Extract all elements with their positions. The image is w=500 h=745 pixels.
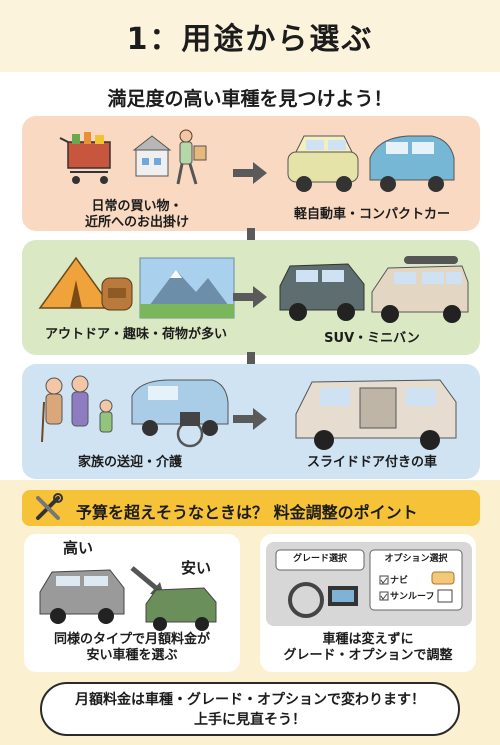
option-sunroof-label: サンルーフ: [390, 592, 435, 602]
page-subtitle: 満足度の高い車種を見つけよう！: [107, 88, 393, 110]
footer-line1: 月額料金は車種・グレード・オプションで変わります！: [75, 692, 425, 708]
page-title: 1：用途から選ぶ: [126, 22, 374, 57]
option-select-label: オプション選択: [384, 554, 448, 564]
slide-door-van-illustration: [295, 379, 457, 450]
price-comparison-illustration: [39, 566, 217, 631]
usage-label-outdoor: アウトドア・趣味・荷物が多い: [44, 327, 227, 342]
usage-label-daily-line1: 日常の買い物・: [91, 199, 183, 214]
suv-minivan-illustration: [279, 256, 469, 323]
arrow-right-icon: [233, 162, 267, 184]
price-high-label: 高い: [62, 539, 93, 557]
tools-icon: [36, 493, 63, 520]
tip-text-cheaper-model: 同様のタイプで月額料金が 安い車種を選ぶ: [24, 632, 240, 664]
price-low-label: 安い: [180, 559, 211, 577]
tips-title: 予算を超えそうなときは？ 料金調整のポイント: [76, 503, 418, 522]
compact-cars-illustration: [287, 135, 455, 192]
usage-label-family: 家族の送迎・介護: [77, 455, 182, 470]
tips-header-bar: [22, 490, 480, 526]
camping-illustration: [38, 256, 235, 319]
footer-line2: 上手に見直そう！: [194, 712, 306, 728]
option-navi-label: ナビ: [390, 576, 409, 586]
car-label-compact: 軽自動車・コンパクトカー: [293, 207, 450, 222]
tip-text-grade-line1: 車種は変えずに: [322, 632, 414, 647]
usage-label-daily-line2: 近所へのお出掛け: [84, 215, 189, 230]
tip-text-cheaper-line2: 安い車種を選ぶ: [86, 648, 178, 663]
tip-text-grade-option: 車種は変えずに グレード・オプションで調整: [260, 632, 476, 664]
tip-text-cheaper-line1: 同様のタイプで月額料金が: [53, 632, 210, 647]
usage-label-daily: 日常の買い物・ 近所へのお出掛け: [62, 199, 212, 231]
tip-text-grade-line2: グレード・オプションで調整: [283, 648, 453, 663]
footer-callout: 月額料金は車種・グレード・オプションで変わります！ 上手に見直そう！: [40, 682, 460, 736]
car-label-slide-door: スライドドア付きの車: [306, 455, 437, 470]
shopping-cart-illustration: [59, 129, 207, 185]
grade-select-label: グレード選択: [292, 554, 347, 564]
car-label-suv: SUV・ミニバン: [324, 331, 420, 346]
dashboard-illustration: [266, 542, 472, 626]
arrow-right-icon: [233, 408, 267, 430]
family-care-illustration: [41, 375, 229, 448]
arrow-right-icon: [233, 286, 267, 308]
